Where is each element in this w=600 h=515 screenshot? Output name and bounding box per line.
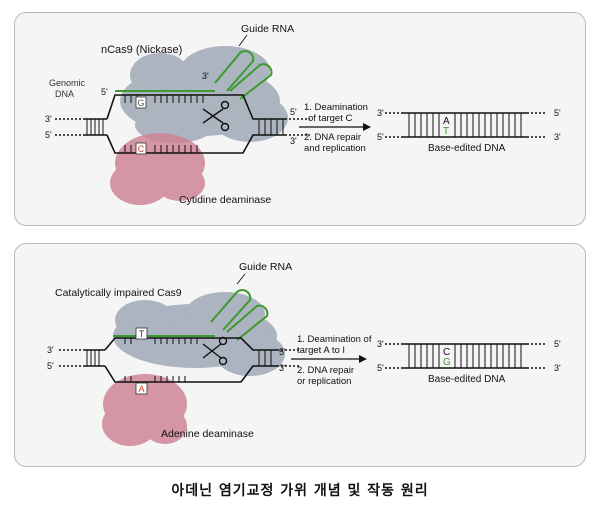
target-base-box-top xyxy=(135,327,148,340)
guide-rna-label: Guide RNA xyxy=(239,261,292,273)
step2-line2: and replication xyxy=(304,143,366,154)
scissors-icon xyxy=(202,336,228,366)
arrow-right-icon xyxy=(363,123,371,131)
product-right-top-label: 5' xyxy=(554,108,561,118)
base-top: G xyxy=(137,98,144,108)
dna-base-pair-ticks xyxy=(86,338,272,382)
step1-line2: of target C xyxy=(308,113,352,124)
step2-line1: 2. DNA repair xyxy=(297,365,354,376)
target-base-box-top xyxy=(135,96,147,109)
deaminase-label: Adenine deaminase xyxy=(161,428,254,440)
product-base-pair-ticks xyxy=(408,113,522,137)
product-left-top-label: 3' xyxy=(377,108,384,118)
adenine-deaminase-shape xyxy=(102,374,187,446)
product-base-bottom: G xyxy=(443,357,451,368)
rna-3-label: 3' xyxy=(202,71,209,81)
base-top: T xyxy=(139,329,145,339)
strand-3-right-label: 3' xyxy=(290,136,297,146)
product-right-top-label: 5' xyxy=(554,339,561,349)
guide-rna-shape xyxy=(115,34,273,100)
base-bottom: A xyxy=(138,384,144,394)
base-bottom: C xyxy=(138,144,145,154)
dna-base-pair-ticks xyxy=(86,95,284,153)
figure-caption: 아데닌 염기교정 가위 개념 및 작동 원리 xyxy=(171,483,429,499)
strand-3-right-label: 3' xyxy=(279,363,286,373)
product-right-bottom-label: 3' xyxy=(554,132,561,142)
product-right-bottom-label: 3' xyxy=(554,363,561,373)
cytidine-base-editor-panel: G C nCas9 (Nickase) Guide RNA Genomic DN… xyxy=(14,12,586,226)
product-base-top: C xyxy=(443,347,450,358)
adenine-base-editor-panel: T A Catalytically impaired Cas9 Guide RN… xyxy=(14,243,586,467)
enzyme-label: nCas9 (Nickase) xyxy=(101,44,182,56)
genomic-label-line1: Genomic xyxy=(49,78,86,88)
guide-rna-shape xyxy=(113,273,269,341)
product-label: Base-edited DNA xyxy=(428,374,506,385)
step1-line1: 1. Deamination xyxy=(304,102,368,113)
base-edited-dna-product xyxy=(385,112,547,138)
strand-5-left-label: 5' xyxy=(45,130,52,140)
genomic-dna-strands xyxy=(59,337,299,383)
product-left-bottom-label: 5' xyxy=(377,363,384,373)
product-left-bottom-label: 5' xyxy=(377,132,384,142)
strand-5-right-label: 5' xyxy=(290,107,297,117)
step2-line2: or replication xyxy=(297,376,351,387)
guide-rna-label: Guide RNA xyxy=(241,23,294,35)
strand-5-left-label: 5' xyxy=(47,361,54,371)
enzyme-label: Catalytically impaired Cas9 xyxy=(55,287,182,299)
adenine-editor-diagram: T A Catalytically impaired Cas9 Guide RN… xyxy=(47,261,561,446)
cytidine-editor-diagram: G C nCas9 (Nickase) Guide RNA Genomic DN… xyxy=(45,23,561,206)
product-base-bottom: T xyxy=(443,126,449,137)
step1-line2: target A to I xyxy=(297,345,345,356)
deaminase-label: Cytidine deaminase xyxy=(179,194,271,206)
target-base-box-bottom xyxy=(135,382,148,395)
product-label: Base-edited DNA xyxy=(428,143,506,154)
base-edited-dna-product xyxy=(385,343,547,369)
arrow-right-icon xyxy=(359,355,367,363)
genomic-label-line2: DNA xyxy=(55,89,74,99)
strand-5-right-label: 5' xyxy=(279,347,286,357)
product-left-top-label: 3' xyxy=(377,339,384,349)
strand-3-left-label: 3' xyxy=(45,114,52,124)
step1-line1: 1. Deamination of xyxy=(297,334,372,345)
target-base-box-bottom xyxy=(135,142,147,155)
strand-top-5-label: 5' xyxy=(101,87,108,97)
product-base-pair-ticks xyxy=(408,344,522,368)
product-base-top: A xyxy=(443,116,450,127)
strand-3-left-label: 3' xyxy=(47,345,54,355)
step2-line1: 2. DNA repair xyxy=(304,132,361,143)
scissors-icon xyxy=(202,100,230,132)
